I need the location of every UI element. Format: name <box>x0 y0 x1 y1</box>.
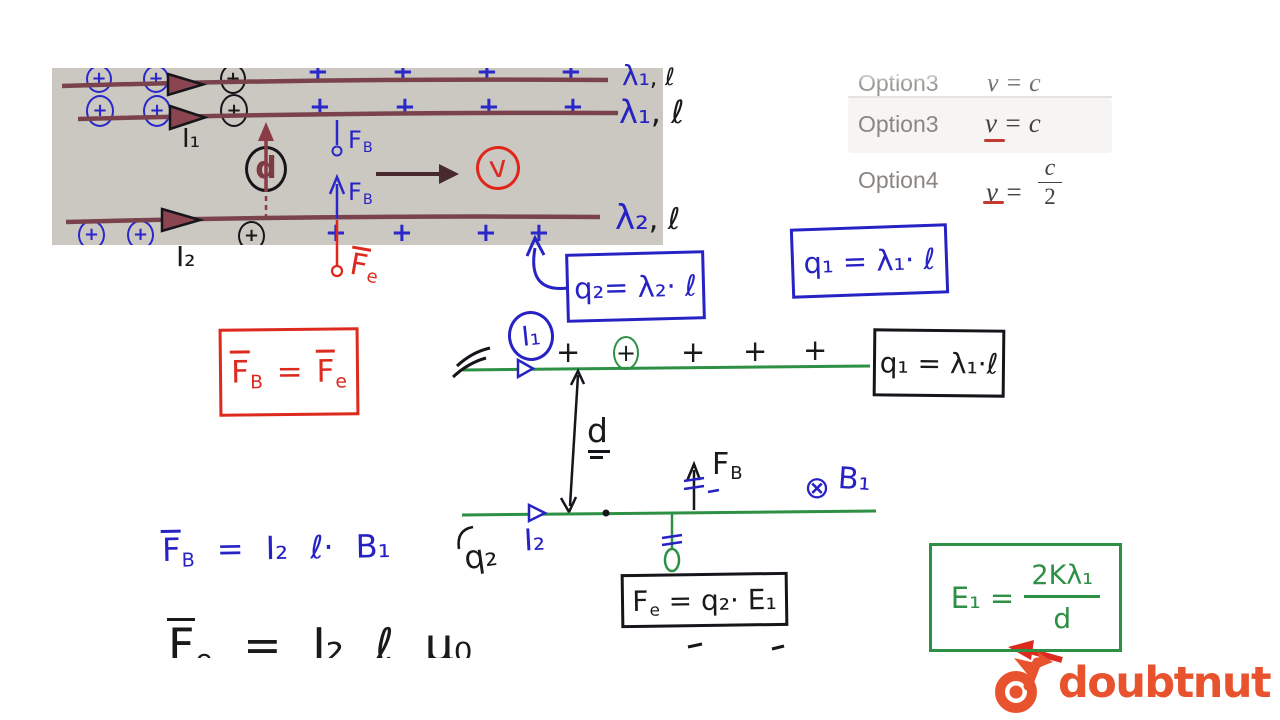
q1-equation-box-blue: q₁ = λ₁· ℓ <box>789 223 950 299</box>
plus-charge-mark: + <box>803 333 828 367</box>
current-direction-triangle <box>527 502 548 524</box>
plus-charge-mark: + <box>476 68 498 87</box>
option-math: v = <box>986 177 1023 207</box>
current-direction-triangle <box>516 357 536 380</box>
q2-diagram-label: q₂ <box>461 534 500 578</box>
force-fe-label: Fe <box>347 246 380 289</box>
break-slash <box>455 346 491 368</box>
d-underline <box>590 456 603 459</box>
circled-plus-icon: + <box>86 68 112 93</box>
force-fb-label: FB <box>348 178 373 209</box>
plus-charge-mark: + <box>562 92 584 122</box>
red-equation-box: FB = Fe <box>218 327 360 417</box>
q2-equation: q₂= λ₂· ℓ <box>573 267 698 306</box>
plus-charge-mark: + <box>394 92 416 122</box>
option-row-4[interactable]: Option4 v = c 2 <box>848 153 1112 213</box>
q1-equation: q₁ = λ₁·ℓ <box>879 345 999 381</box>
current-i1-label: I₁ <box>182 124 201 154</box>
fb-equation-blue: FB = I₂ ℓ· B₁ <box>161 527 391 572</box>
plus-charge-mark: + <box>475 218 497 245</box>
velocity-v-label: v <box>487 149 509 186</box>
plus-charge-mark: + <box>615 339 637 367</box>
distance-line <box>568 374 580 507</box>
distance-d-label: d <box>255 151 277 186</box>
green-circled-plus: + <box>613 336 639 370</box>
q2-equation-box: q₂= λ₂· ℓ <box>565 250 706 323</box>
plus-charge-mark: + <box>307 68 329 87</box>
i2-diagram-label: I₂ <box>523 522 546 559</box>
e1-equation-box: E₁ = 2Kλ₁ d <box>929 543 1122 652</box>
option-row-3[interactable]: Option3 v = c <box>848 98 1112 153</box>
option-label: Option4 <box>858 167 939 193</box>
q1-equation: q₁ = λ₁· ℓ <box>802 241 937 281</box>
q1-equation-box-black: q₁ = λ₁·ℓ <box>872 328 1006 398</box>
circled-plus-icon: + <box>143 68 169 93</box>
red-underline <box>984 139 1005 142</box>
pointer-arrow <box>532 247 569 290</box>
force-fb-label: FB <box>348 126 373 157</box>
i1-label: I₁ <box>520 319 542 353</box>
break-slash <box>451 356 487 379</box>
plus-charge-mark: + <box>560 68 582 87</box>
red-underline <box>983 201 1004 204</box>
lambda1-row1-label: λ₁, ℓ <box>622 59 675 92</box>
doubtnut-logo-icon <box>995 652 1053 713</box>
circled-plus-icon: + <box>143 95 171 127</box>
plus-charge-mark: + <box>478 92 500 122</box>
fade-overlay <box>846 58 1114 84</box>
lambda2-label: λ₂, ℓ <box>615 198 681 238</box>
plus-charge-mark: + <box>556 335 581 369</box>
fe-equation-box: Fe = q₂· E₁ <box>620 571 789 629</box>
lambda1-row2-label: λ₁, ℓ <box>619 93 685 131</box>
option-fraction: c 2 <box>1034 156 1066 208</box>
e1-fraction: 2Kλ₁ d <box>1024 560 1101 635</box>
wire-line-2-drawn <box>461 509 877 517</box>
b1-label: B₁ <box>836 460 872 499</box>
plus-charge-mark: + <box>391 218 413 245</box>
distance-d-diagram-label: d <box>587 411 608 450</box>
plus-charge-mark: + <box>325 218 347 245</box>
plus-charge-mark: + <box>309 92 331 122</box>
circled-plus-icon: + <box>220 94 248 127</box>
option-label: Option3 <box>858 111 939 137</box>
plus-charge-mark: + <box>528 218 550 245</box>
circled-plus-icon: + <box>220 68 246 94</box>
distance-d-circle: d <box>245 146 287 192</box>
circled-plus-icon: + <box>78 220 105 245</box>
circled-plus-icon: + <box>127 220 154 245</box>
point-charge-dot <box>602 509 610 517</box>
plus-charge-mark: + <box>681 335 706 369</box>
circled-plus-icon: + <box>86 95 114 127</box>
velocity-v-circle: v <box>473 143 523 193</box>
partial-equation-cut: Fe = I₂ ℓ μ₀ 2 I₁ <box>150 618 520 658</box>
i1-circle: I₁ <box>505 308 557 364</box>
plus-charge-mark: + <box>392 68 414 87</box>
circled-plus-icon: + <box>238 221 265 245</box>
fb-diagram-label: FB <box>712 447 743 485</box>
b-field-into-page-icon: ⊗ <box>804 470 830 506</box>
doubtnut-logo-text: doubtnut <box>1058 658 1272 708</box>
current-i2-label: I₂ <box>176 240 196 273</box>
options-divider <box>848 96 1112 98</box>
plus-charge-mark: + <box>743 334 768 368</box>
d-underline <box>588 450 610 453</box>
doubtnut-logo[interactable]: doubtnut <box>990 650 1272 718</box>
option-math: v = c <box>985 108 1041 138</box>
photo-region: + + + + + + + + + + + + + + + + + + + + … <box>52 68 663 245</box>
